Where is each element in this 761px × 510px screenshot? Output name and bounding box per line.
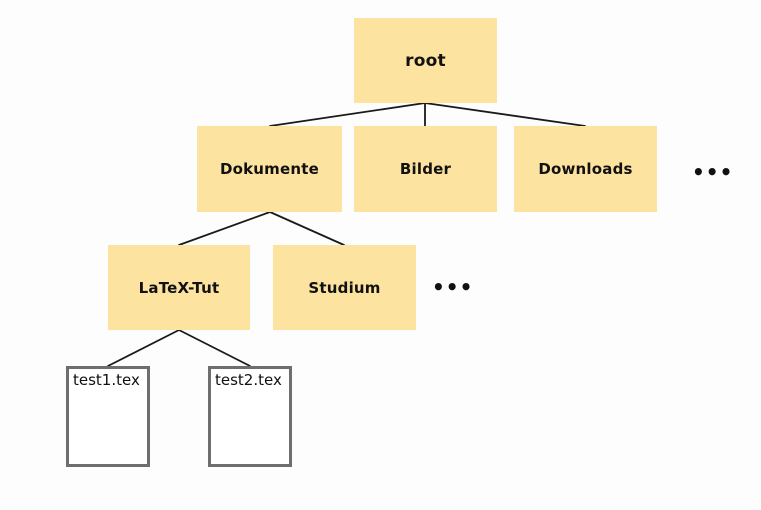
node-bilder-label: Bilder: [399, 160, 452, 178]
node-studium[interactable]: Studium: [273, 245, 416, 330]
node-latex-tut[interactable]: LaTeX-Tut: [108, 245, 250, 330]
edge-latex_tut-to-test1: [107, 329, 180, 367]
node-bilder[interactable]: Bilder: [354, 126, 497, 212]
node-test1-tex[interactable]: test1.tex: [66, 366, 150, 467]
node-test2-tex[interactable]: test2.tex: [208, 366, 292, 467]
node-root-label: root: [405, 50, 446, 71]
node-downloads[interactable]: Downloads: [514, 126, 657, 212]
node-studium-label: Studium: [308, 278, 381, 297]
edge-root-to-downloads: [424, 102, 586, 127]
node-root[interactable]: root: [354, 18, 497, 103]
edge-latex_tut-to-test2: [178, 329, 251, 367]
ellipsis-level3: •••: [432, 275, 474, 299]
node-test1-tex-label: test1.tex: [73, 371, 140, 389]
node-dokumente[interactable]: Dokumente: [197, 126, 342, 212]
edge-root-to-dokumente: [269, 102, 426, 127]
edge-dokumente-to-latex_tut: [178, 211, 271, 246]
edge-dokumente-to-studium: [269, 211, 345, 246]
node-test2-tex-label: test2.tex: [215, 371, 282, 389]
node-latex-tut-label: LaTeX-Tut: [138, 278, 220, 297]
node-dokumente-label: Dokumente: [219, 160, 320, 178]
node-downloads-label: Downloads: [538, 160, 633, 178]
ellipsis-level2: •••: [692, 160, 734, 184]
